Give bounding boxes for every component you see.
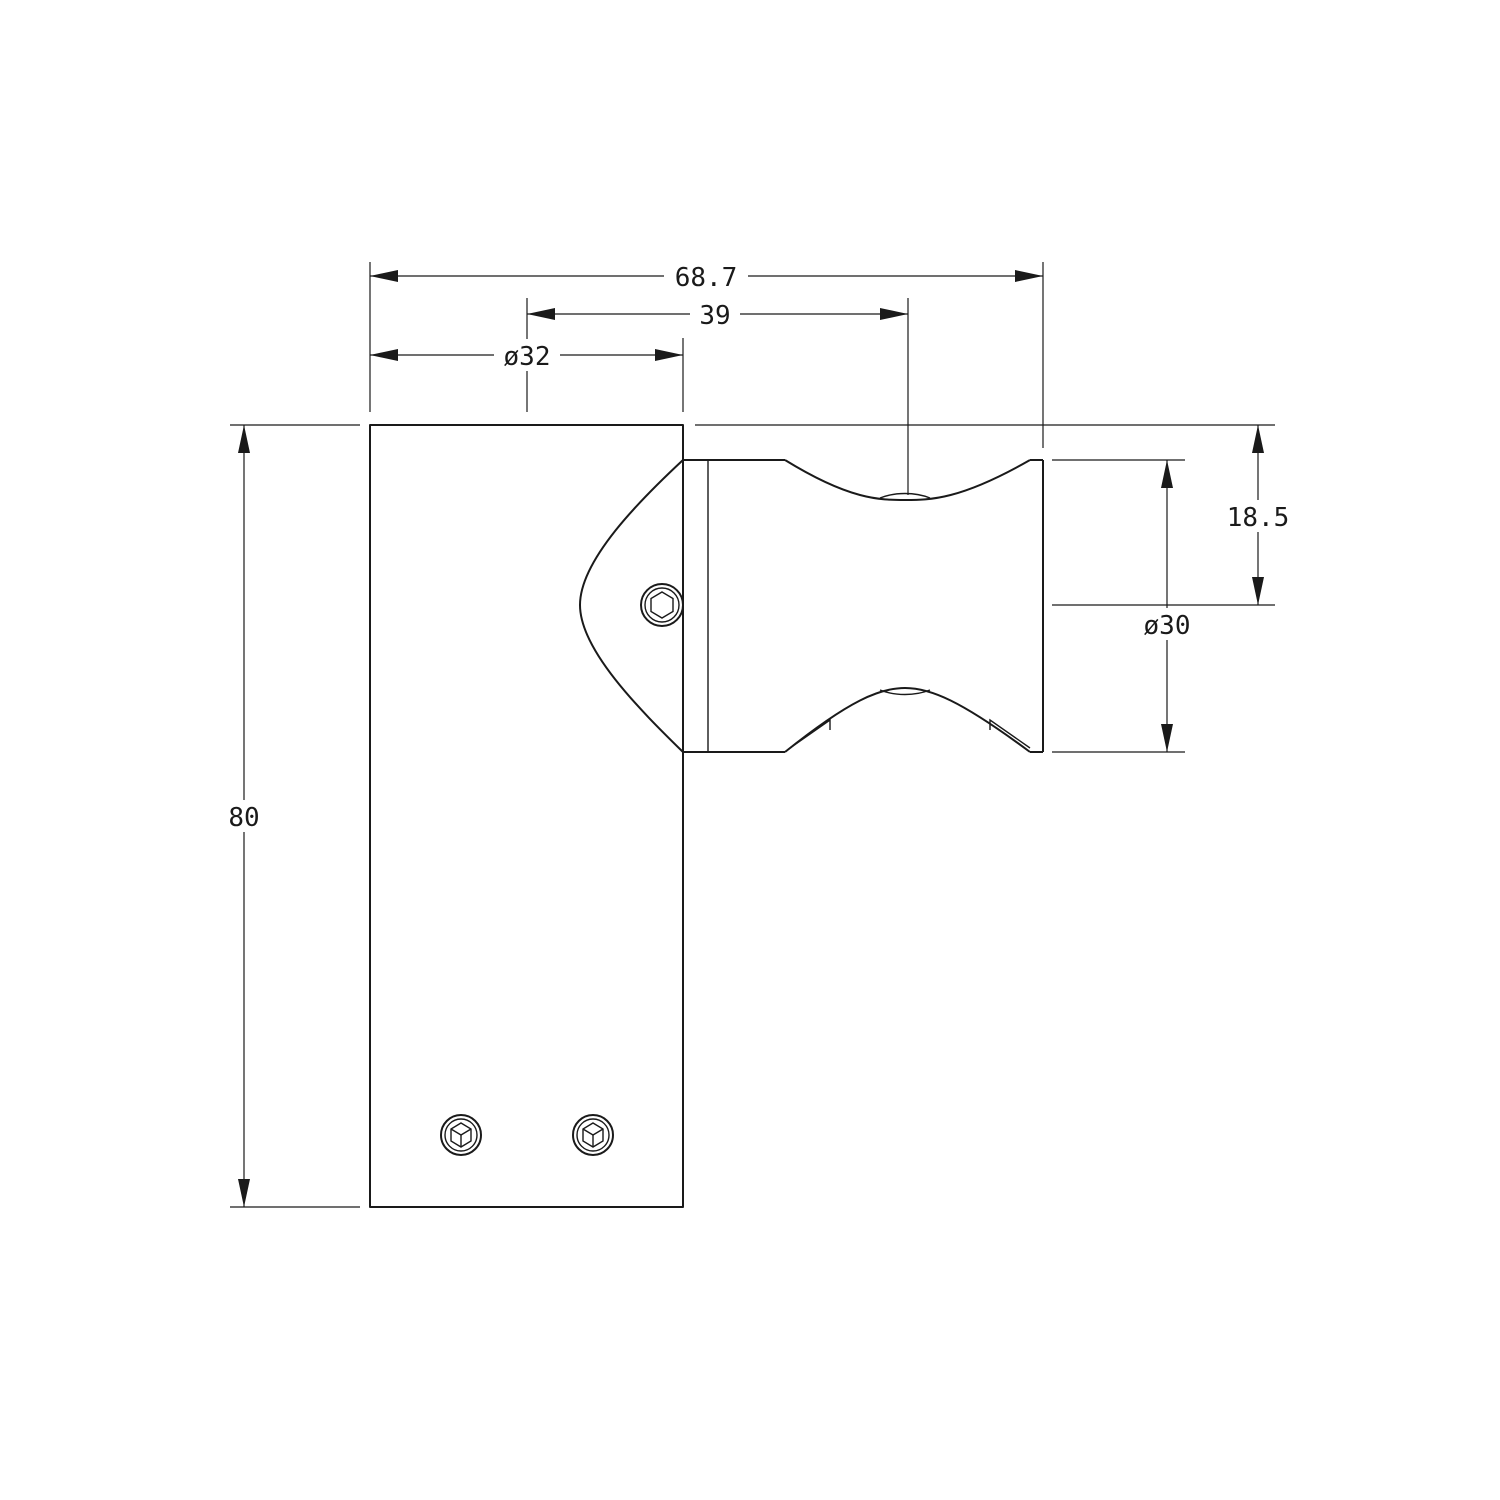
dimension-overall-width: 68.7 xyxy=(370,260,1043,293)
dimension-center-offset: 39 xyxy=(527,298,908,331)
dimension-clamp-offset: 18.5 xyxy=(1216,425,1300,605)
set-screw-icon xyxy=(640,583,684,627)
mounting-screw-left-icon xyxy=(440,1114,482,1156)
dimension-height: 80 xyxy=(222,425,266,1207)
dimension-post-diameter: ø32 xyxy=(370,339,683,372)
dimension-height-label: 80 xyxy=(228,803,259,833)
dimension-post-diameter-label: ø32 xyxy=(504,342,551,372)
extension-lines xyxy=(230,262,1275,1208)
clamp-body xyxy=(579,459,1044,753)
dimension-center-offset-label: 39 xyxy=(699,301,730,331)
dimension-clamp-offset-label: 18.5 xyxy=(1227,503,1290,533)
mounting-screw-right-icon xyxy=(572,1114,614,1156)
dimension-overall-width-label: 68.7 xyxy=(675,263,738,293)
dimension-clamp-diameter: ø30 xyxy=(1134,460,1200,752)
dimension-clamp-diameter-label: ø30 xyxy=(1144,611,1191,641)
vertical-post xyxy=(369,424,684,1208)
